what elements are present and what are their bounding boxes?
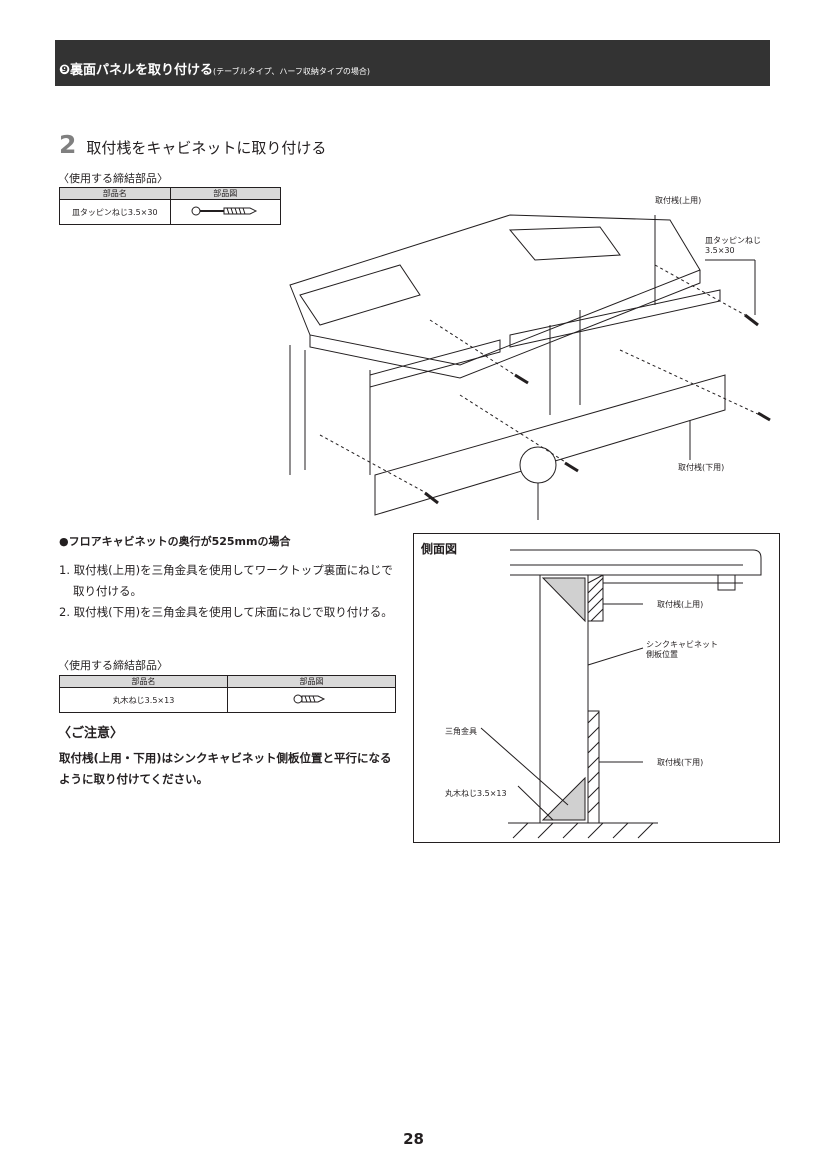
side-label-screw: 丸木ねじ3.5×13 <box>445 788 507 798</box>
label-lower-rail: 取付桟(下用) <box>678 462 724 472</box>
part-name: 丸木ねじ3.5×13 <box>59 687 228 713</box>
section-title-sub: (テーブルタイプ、ハーフ収納タイプの場合) <box>213 67 371 76</box>
side-label-upper-rail: 取付桟(上用) <box>657 599 703 609</box>
col-header: 部品名 <box>59 187 171 200</box>
part-name: 皿タッピンねじ3.5×30 <box>59 199 171 225</box>
side-label-panel-line2: 側板位置 <box>646 649 678 659</box>
section-title-main: ❾裏面パネルを取り付ける <box>59 63 214 78</box>
instruction-step: 2. 取付桟(下用)を三角金具を使用して床面にねじで取り付ける。 <box>59 605 393 619</box>
caution-text: 取付桟(上用・下用)はシンクキャビネット側板位置と平行になるように取り付けてくだ… <box>59 751 392 786</box>
col-header: 部品図 <box>169 187 281 200</box>
parts-table: 部品名部品図 丸木ねじ3.5×13 <box>59 675 396 713</box>
label-screw-name: 皿タッピンねじ <box>705 236 761 245</box>
screw-short-icon <box>227 687 396 713</box>
label-screw-size: 3.5×30 <box>705 246 735 255</box>
side-label-bracket: 三角金具 <box>445 726 477 736</box>
side-label-panel-line1: シンクキャビネット <box>646 640 718 649</box>
case-heading: ●フロアキャビネットの奥行が525mmの場合 <box>59 535 291 548</box>
parts-table: 部品名部品図 皿タッピンねじ3.5×30 <box>59 187 281 225</box>
step-title: 取付桟をキャビネットに取り付ける <box>86 139 327 157</box>
side-label-lower-rail: 取付桟(下用) <box>657 757 703 767</box>
table-row: 丸木ねじ3.5×13 <box>59 687 396 713</box>
col-header: 部品名 <box>59 675 228 688</box>
col-header: 部品図 <box>227 675 396 688</box>
page-number: 28 <box>403 1130 424 1148</box>
step-heading: 2 取付桟をキャビネットに取り付ける <box>59 130 326 159</box>
cabinet-assembly-diagram: 取付桟(上用) 皿タッピンねじ 3.5×30 取付桟(下用) <box>289 195 771 520</box>
section-title: ❾裏面パネルを取り付ける(テーブルタイプ、ハーフ収納タイプの場合) <box>59 59 370 78</box>
table-row: 皿タッピンねじ3.5×30 <box>59 199 281 225</box>
parts-caption: 〈使用する締結部品〉 <box>58 659 168 672</box>
side-view-title: 側面図 <box>420 541 457 556</box>
step-number: 2 <box>59 130 77 159</box>
parts-caption: 〈使用する締結部品〉 <box>58 172 168 185</box>
instruction-list: 1. 取付桟(上用)を三角金具を使用してワークトップ裏面にねじで取り付ける。 2… <box>59 560 399 623</box>
label-upper-rail: 取付桟(上用) <box>655 195 701 205</box>
section-header-bar: ❾裏面パネルを取り付ける(テーブルタイプ、ハーフ収納タイプの場合) <box>55 40 770 86</box>
caution-heading: 〈ご注意〉 <box>58 726 124 741</box>
side-view-diagram: 側面図 取付桟(上用) シンクキャビネット 側板位置 三角金具 取付桟(下用) … <box>413 533 780 843</box>
instruction-step: 1. 取付桟(上用)を三角金具を使用してワークトップ裏面にねじで取り付ける。 <box>59 563 393 598</box>
screw-long-icon <box>169 199 281 225</box>
